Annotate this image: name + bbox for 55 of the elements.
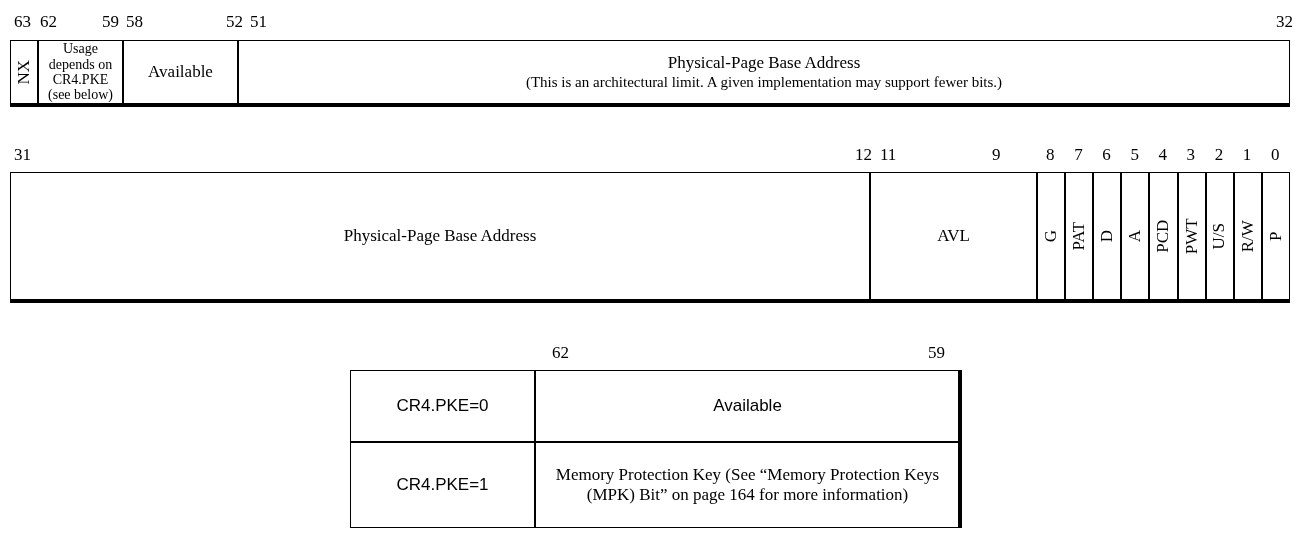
bit-number: 6 (1102, 145, 1111, 165)
table-cell (350, 442, 535, 528)
bit-number: 0 (1270, 145, 1280, 165)
field-name: P (1265, 231, 1286, 241)
cell-text: Memory Protection Key (See “Memory Protection Keys (MPK) Bit” on page 164 for more information) (554, 464, 941, 506)
cell-text: CR4.PKE=0 (396, 395, 489, 417)
bit-number: 9 (992, 145, 1001, 165)
field-name: AVL (937, 225, 970, 247)
table-cell (350, 370, 535, 442)
bit-number: 2 (1214, 145, 1224, 165)
bit-number: 7 (1074, 145, 1083, 165)
cell-text: Available (713, 395, 782, 417)
bit-field (1037, 172, 1066, 300)
field-name: NX (13, 59, 34, 85)
cell-text: CR4.PKE=1 (396, 474, 489, 496)
bit-number: 8 (1046, 145, 1055, 165)
bit-field (1233, 172, 1262, 300)
bit-field (1261, 172, 1290, 300)
bit-field (1093, 172, 1122, 300)
bit-field (1065, 172, 1094, 300)
bit-number: 1 (1242, 145, 1252, 165)
field-name: R/W (1237, 219, 1258, 253)
bit-number: 62 (40, 12, 57, 32)
bit-field (1177, 172, 1206, 300)
bit-number: 51 (250, 12, 267, 32)
field-name: PAT (1068, 221, 1089, 251)
field-name: Usage depends on CR4.PKE (see below) (47, 41, 114, 103)
bit-number: 11 (880, 145, 897, 165)
bit-number: 58 (126, 12, 143, 32)
bit-field (1205, 172, 1234, 300)
field-name: Physical-Page Base Address (667, 52, 861, 74)
bit-number: 3 (1186, 145, 1196, 165)
field-name: Available (148, 61, 213, 83)
bit-number: 31 (14, 145, 31, 165)
bit-number: 5 (1130, 145, 1139, 165)
bit-field (1121, 172, 1150, 300)
field-name: PWT (1181, 218, 1202, 254)
bit-number: 63 (14, 12, 31, 32)
field-name: A (1125, 229, 1146, 243)
bit-number: 52 (226, 12, 243, 32)
table-cell (535, 370, 960, 442)
bit-number: 4 (1158, 145, 1167, 165)
field-note: (This is an architectural limit. A given implementation may support fewer bits.) (525, 73, 1003, 92)
field-name: U/S (1209, 222, 1230, 250)
bit-number: 62 (552, 343, 569, 363)
field-name: Physical-Page Base Address (343, 225, 537, 247)
field-name: D (1097, 229, 1118, 243)
bit-number: 59 (102, 12, 119, 32)
field-name: PCD (1153, 219, 1174, 253)
bit-number: 32 (1276, 12, 1293, 32)
bit-field (1149, 172, 1178, 300)
field-name: G (1040, 229, 1061, 243)
bit-number: 12 (855, 145, 872, 165)
bit-number: 59 (928, 343, 945, 363)
table-cell (535, 442, 960, 528)
